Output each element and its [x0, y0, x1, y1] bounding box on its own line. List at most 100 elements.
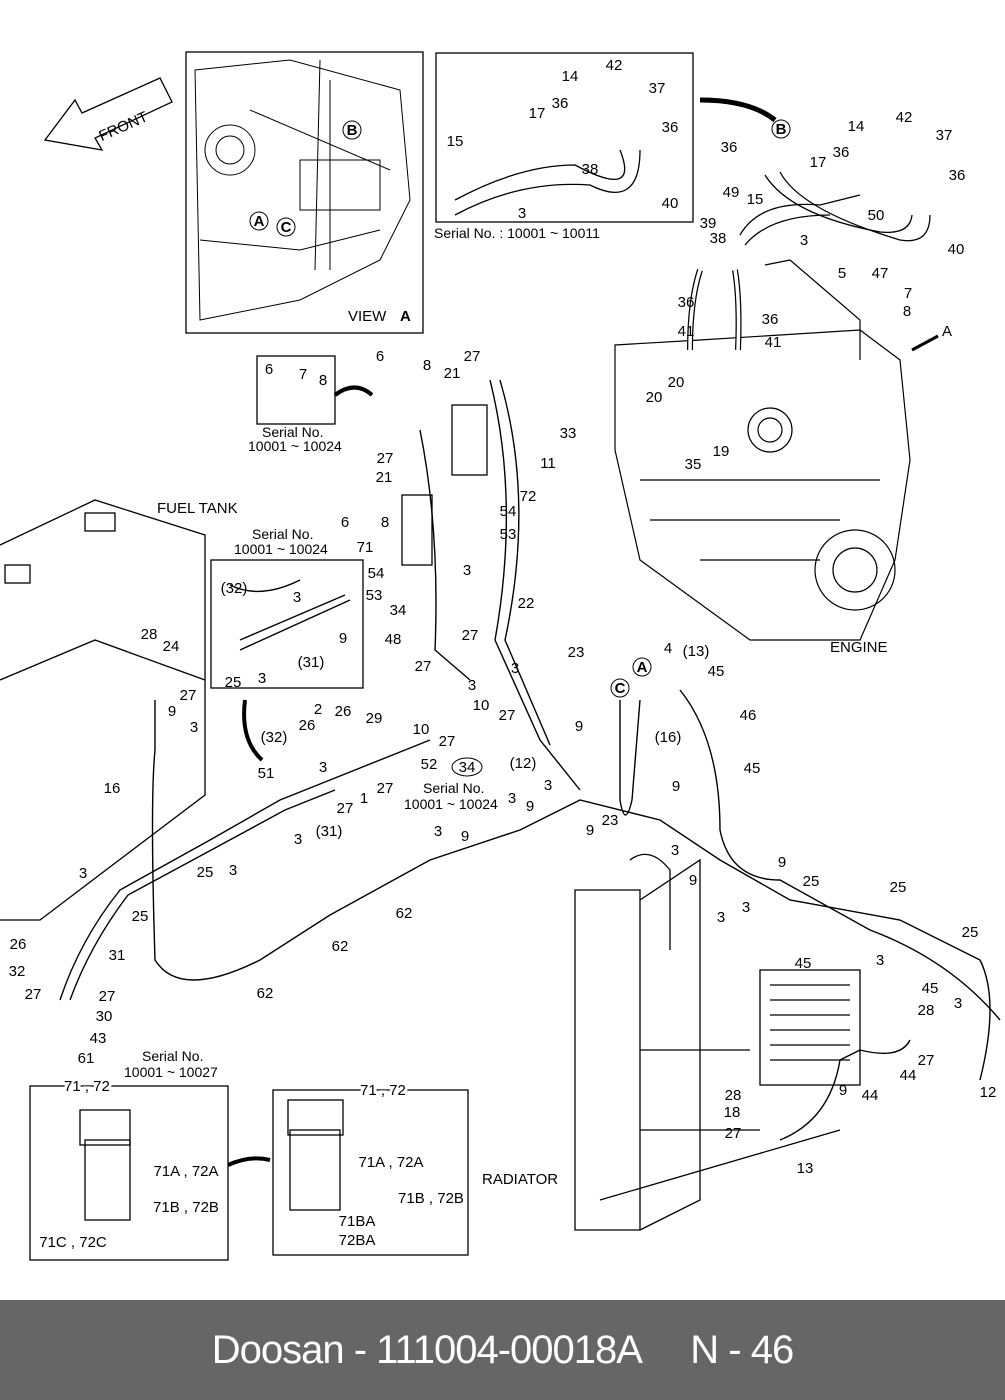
- part-number-label: (12): [510, 755, 537, 772]
- part-number-label: 20: [668, 374, 685, 391]
- part-number-label: 23: [602, 812, 619, 829]
- part-number-label: 23: [568, 644, 585, 661]
- part-number-label: 26: [335, 703, 352, 720]
- part-number-label: 10: [413, 721, 430, 738]
- part-number-label: 53: [500, 526, 517, 543]
- part-number-label: 37: [936, 127, 953, 144]
- part-number-label: 12: [980, 1084, 997, 1101]
- part-number-label: 45: [744, 760, 761, 777]
- callout-letter: B: [776, 121, 787, 138]
- view-a-letter: A: [400, 308, 411, 325]
- part-number-label: 9: [575, 718, 583, 735]
- engine-caption: ENGINE: [830, 639, 888, 656]
- serial-caption-small: Serial No.: [262, 424, 323, 440]
- part-number-label: 71B , 72B: [398, 1190, 464, 1207]
- part-number-label: 3: [800, 232, 808, 249]
- part-number-label: 36: [662, 119, 679, 136]
- part-number-label: 45: [795, 955, 812, 972]
- serial-caption-top: Serial No. : 10001 ~ 10011: [434, 225, 600, 241]
- part-number-label: 34: [390, 602, 407, 619]
- part-number-label: 48: [385, 631, 402, 648]
- part-number-label: 3: [717, 909, 725, 926]
- engine-sketch: [614, 259, 911, 641]
- part-number-label: 71C , 72C: [39, 1234, 107, 1251]
- part-number-label: 36: [949, 167, 966, 184]
- part-number-label: 9: [586, 822, 594, 839]
- part-number-label: 44: [900, 1067, 917, 1084]
- part-number-label: 27: [415, 658, 432, 675]
- part-number-label: 3: [258, 670, 266, 687]
- part-number-label: 28: [725, 1087, 742, 1104]
- callout-letter: 34: [459, 759, 476, 776]
- filter-box-4: [272, 1089, 469, 1256]
- part-number-label: 30: [96, 1008, 113, 1025]
- part-number-label: 36: [552, 95, 569, 112]
- part-number-label: 41: [678, 323, 695, 340]
- part-number-label: 26: [10, 936, 27, 953]
- footer-text: Doosan - 111004-00018A N - 46: [211, 1327, 794, 1372]
- part-number-label: 27: [464, 348, 481, 365]
- part-number-label: 3: [742, 899, 750, 916]
- serial-caption-box2: Serial No.: [252, 526, 313, 542]
- part-number-label: 44: [862, 1087, 879, 1104]
- callout-letter: C: [615, 680, 626, 697]
- part-number-label: 36: [833, 144, 850, 161]
- part-number-label: 13: [797, 1160, 814, 1177]
- serial-caption-filter-range: 10001 ~ 10027: [124, 1064, 218, 1080]
- part-number-label: 9: [168, 703, 176, 720]
- part-number-label: 40: [948, 241, 965, 258]
- part-number-label: 11: [540, 455, 556, 472]
- part-number-label: A: [942, 323, 952, 340]
- part-number-label: 2: [314, 701, 322, 718]
- callout-circle: [610, 678, 630, 698]
- part-number-label: 27: [180, 687, 197, 704]
- part-number-label: 27: [725, 1125, 742, 1142]
- part-number-label: 3: [876, 952, 884, 969]
- part-number-label: 39: [700, 215, 717, 232]
- part-number-label: 51: [258, 765, 275, 782]
- radiator-sketch: [574, 853, 861, 1231]
- part-number-label: 22: [518, 595, 535, 612]
- part-number-label: 62: [396, 905, 413, 922]
- part-number-label: 9: [839, 1082, 847, 1099]
- part-number-label: 47: [872, 265, 889, 282]
- part-number-label: 54: [500, 503, 517, 520]
- view-a-engine-sketch: [194, 59, 411, 321]
- serial-caption-34: Serial No.: [423, 780, 484, 796]
- part-number-label: 17: [810, 154, 827, 171]
- part-number-label: 3: [508, 790, 516, 807]
- part-number-label: 53: [366, 587, 383, 604]
- serial-caption-small-range: 10001 ~ 10024: [248, 438, 342, 454]
- box3-title: 71 , 72: [64, 1078, 110, 1095]
- part-number-label: 71A , 72A: [358, 1154, 423, 1171]
- part-number-label: 8: [319, 372, 327, 389]
- part-number-label: 3: [511, 660, 519, 677]
- part-number-label: 16: [104, 780, 121, 797]
- callout-circle: [249, 211, 269, 231]
- part-number-label: 6: [265, 361, 273, 378]
- part-number-label: 3: [229, 862, 237, 879]
- part-number-label: 3: [671, 842, 679, 859]
- part-number-label: 24: [163, 638, 180, 655]
- callout-letter: A: [637, 659, 648, 676]
- part-number-label: (31): [316, 823, 343, 840]
- part-number-label: 29: [366, 710, 383, 727]
- part-number-label: 5: [838, 265, 846, 282]
- part-number-label: (13): [683, 643, 710, 660]
- part-number-label: 3: [518, 205, 526, 222]
- part-number-label: 27: [25, 986, 42, 1003]
- part-number-label: 40: [662, 195, 679, 212]
- part-number-label: 9: [672, 778, 680, 795]
- part-number-label: 9: [461, 828, 469, 845]
- fuel-system-diagram: 4214373617363615493504039385477836364141…: [0, 51, 1001, 1261]
- part-number-label: (16): [655, 729, 682, 746]
- part-number-label: 52: [421, 756, 438, 773]
- part-number-label: (32): [221, 580, 248, 597]
- part-number-label: 8: [423, 357, 431, 374]
- part-number-label: 28: [141, 626, 158, 643]
- part-number-label: 21: [444, 365, 461, 382]
- part-number-label: (32): [261, 729, 288, 746]
- part-number-label: 45: [708, 663, 725, 680]
